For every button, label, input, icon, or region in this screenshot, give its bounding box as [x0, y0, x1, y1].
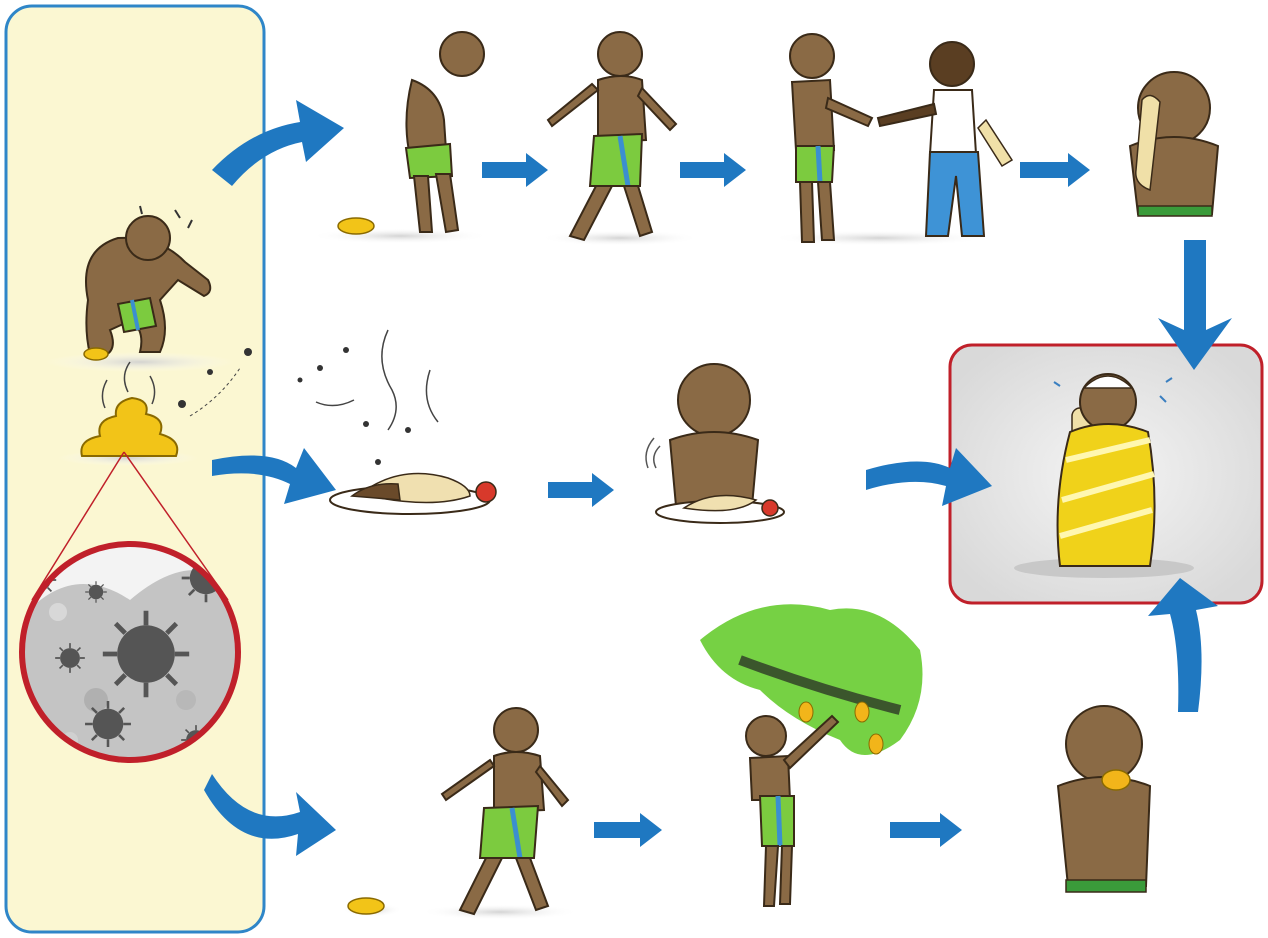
boy-walking-row3-icon — [420, 707, 580, 920]
boy-picking-mango-icon — [700, 604, 923, 907]
curved-arrow-icon — [212, 448, 336, 504]
feces-with-flies-icon — [58, 348, 252, 466]
straight-arrow-icon — [548, 473, 614, 507]
straight-arrow-icon — [890, 813, 962, 847]
squatting-boy-icon — [45, 205, 235, 372]
curved-arrow-icon — [1158, 240, 1232, 370]
curved-arrow-icon — [204, 774, 336, 856]
curved-arrow-icon — [1148, 578, 1218, 712]
boy-eating-bread-icon — [1128, 71, 1220, 217]
arrows-layer — [204, 100, 1232, 856]
straight-arrow-icon — [680, 153, 746, 187]
handshake-icon — [770, 33, 1014, 246]
straight-arrow-icon — [1020, 153, 1090, 187]
sick-child-blanket-icon — [1014, 373, 1194, 578]
germs-magnifier-icon — [19, 541, 241, 763]
feces-row3-icon — [342, 897, 402, 917]
curved-arrow-icon — [212, 100, 344, 186]
straight-arrow-icon — [482, 153, 548, 187]
boy-leaving-feces-icon — [310, 31, 490, 244]
boy-eating-from-plate-icon — [645, 363, 785, 524]
boy-eating-mango-icon — [1056, 705, 1152, 893]
food-plate-with-flies-icon — [297, 329, 497, 515]
curved-arrow-icon — [866, 448, 992, 506]
straight-arrow-icon — [594, 813, 662, 847]
boy-walking-icon — [540, 31, 700, 246]
